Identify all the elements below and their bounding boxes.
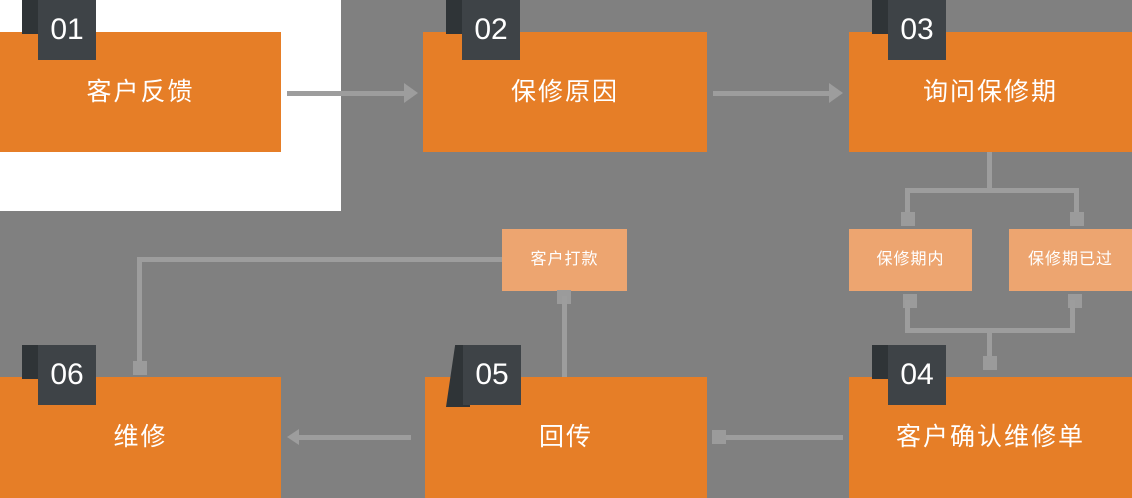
connector-04-to-05-square: [712, 430, 726, 444]
step-label-06: 维修: [113, 423, 168, 451]
badge-04: 04: [888, 345, 946, 405]
merge-right-drop: [1070, 300, 1075, 330]
connector-01-to-02: [287, 91, 405, 96]
branch-crossbar: [905, 188, 1079, 193]
step-label-04: 客户确认维修单: [895, 423, 1085, 451]
badge-number-01: 01: [50, 13, 84, 46]
merge-left-drop: [905, 300, 910, 330]
branch-right-connector-square: [1070, 212, 1084, 226]
merge-stem-down: [987, 328, 992, 360]
arrowhead-05-to-06: [287, 429, 299, 445]
badge-02: 02: [462, 0, 520, 60]
node-box-customer-payment[interactable]: 客户打款: [502, 229, 627, 291]
arrowhead-01-to-02: [404, 83, 418, 103]
badge-01: 01: [38, 0, 96, 60]
branch-left-connector-square: [901, 212, 915, 226]
payment-down-line: [562, 296, 567, 377]
badge-number-02: 02: [474, 13, 508, 46]
branch-stem-down: [987, 152, 992, 192]
badge-number-05: 05: [475, 358, 509, 391]
payment-to-repair-vertical: [137, 257, 142, 363]
step-label-03: 询问保修期: [922, 77, 1058, 106]
step-label-05: 回传: [538, 423, 593, 451]
branch-label-in-warranty: 保修期内: [876, 251, 945, 268]
branch-left-drop: [905, 188, 910, 214]
branch-label-out-of-warranty: 保修期已过: [1027, 251, 1113, 268]
node-label-customer-payment: 客户打款: [530, 251, 599, 268]
badge-05: 05: [463, 345, 521, 405]
step-label-01: 客户反馈: [86, 77, 195, 106]
branch-box-out-of-warranty[interactable]: 保修期已过: [1009, 229, 1132, 291]
connector-05-to-06: [299, 435, 411, 440]
connector-04-to-05: [725, 435, 843, 440]
connector-02-to-03: [713, 91, 830, 96]
merge-end-connector-square: [983, 356, 997, 370]
payment-to-repair-connector-square: [133, 361, 147, 375]
branch-right-drop: [1074, 188, 1079, 214]
badge-number-04: 04: [900, 358, 934, 391]
step-label-02: 保修原因: [510, 77, 619, 106]
badge-03: 03: [888, 0, 946, 60]
payment-to-repair-horizontal: [137, 257, 502, 262]
step-box-04[interactable]: 客户确认维修单: [849, 377, 1132, 498]
badge-06: 06: [38, 345, 96, 405]
arrowhead-02-to-03: [829, 83, 843, 103]
badge-number-06: 06: [50, 358, 84, 391]
badge-number-03: 03: [900, 13, 934, 46]
branch-box-in-warranty[interactable]: 保修期内: [849, 229, 972, 291]
